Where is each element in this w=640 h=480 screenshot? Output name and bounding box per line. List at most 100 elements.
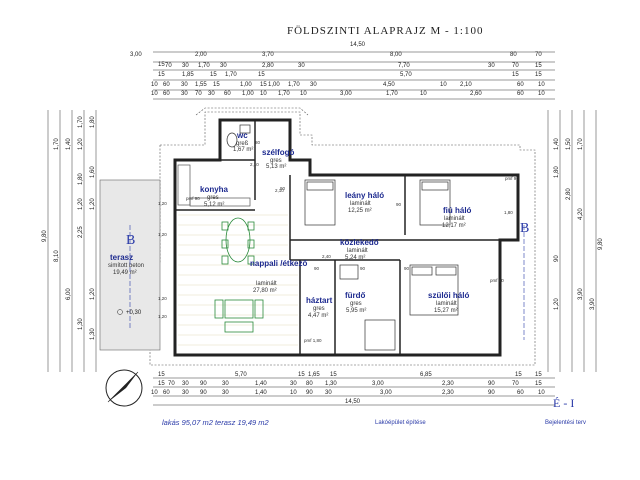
svg-text:1,30: 1,30 — [90, 328, 96, 340]
svg-text:5,12 m²: 5,12 m² — [204, 202, 224, 208]
svg-text:27,80 m²: 27,80 m² — [253, 288, 277, 294]
svg-text:1,20: 1,20 — [158, 232, 167, 237]
svg-text:30: 30 — [325, 390, 332, 396]
svg-text:30: 30 — [181, 91, 188, 97]
svg-text:1,40: 1,40 — [66, 138, 72, 150]
bath-fixtures — [339, 264, 396, 351]
right-dimension-chains — [547, 110, 597, 372]
svg-text:1,30: 1,30 — [325, 381, 337, 387]
svg-text:19,49 m²: 19,49 m² — [113, 270, 137, 276]
svg-text:14,50: 14,50 — [345, 399, 361, 405]
svg-text:nappali /étkező: nappali /étkező — [250, 259, 307, 268]
area-summary: lakás 95,07 m2 terasz 19,49 m2 — [162, 418, 270, 427]
svg-text:30: 30 — [220, 63, 227, 69]
svg-text:10: 10 — [151, 82, 158, 88]
svg-text:B: B — [126, 233, 135, 248]
svg-text:10: 10 — [151, 91, 158, 97]
svg-text:gres: gres — [313, 306, 325, 312]
svg-text:konyha: konyha — [200, 185, 229, 194]
svg-text:15: 15 — [512, 72, 519, 78]
svg-text:1,20: 1,20 — [78, 138, 84, 150]
svg-text:1,80: 1,80 — [554, 166, 560, 178]
svg-text:5,70: 5,70 — [400, 72, 412, 78]
svg-text:1,20: 1,20 — [90, 198, 96, 210]
svg-text:5,70: 5,70 — [235, 372, 247, 378]
svg-text:pmf 90: pmf 90 — [490, 278, 504, 283]
left-dims: 9,80 8,10 6,00 2,25 1,20 1,80 1,70 1,40 … — [42, 116, 96, 340]
svg-text:30: 30 — [290, 381, 297, 387]
svg-text:10: 10 — [260, 91, 267, 97]
wc-fixtures — [226, 124, 251, 148]
svg-text:60: 60 — [517, 82, 524, 88]
svg-text:3,00: 3,00 — [130, 52, 142, 58]
svg-text:70: 70 — [168, 381, 175, 387]
svg-text:fürdő: fürdő — [345, 291, 366, 300]
svg-text:3,90: 3,90 — [578, 288, 584, 300]
section-mark-left: B — [126, 225, 135, 330]
svg-text:1,70: 1,70 — [578, 138, 584, 150]
svg-text:3,70: 3,70 — [262, 52, 274, 58]
bottom-dimension-chains — [153, 377, 555, 406]
svg-text:60: 60 — [517, 91, 524, 97]
svg-text:15,27 m²: 15,27 m² — [434, 308, 458, 314]
svg-text:90: 90 — [314, 266, 320, 271]
bed-parents — [409, 264, 459, 316]
svg-text:80: 80 — [255, 140, 261, 145]
footer: lakás 95,07 m2 terasz 19,49 m2 Lakóépüle… — [162, 396, 586, 427]
svg-text:1,00: 1,00 — [240, 82, 252, 88]
svg-text:4,50: 4,50 — [383, 82, 395, 88]
svg-text:10: 10 — [420, 91, 427, 97]
svg-text:1,60: 1,60 — [90, 166, 96, 178]
roof-outline — [149, 107, 536, 366]
svg-text:90: 90 — [554, 255, 560, 262]
svg-text:pmf 90: pmf 90 — [186, 196, 200, 201]
svg-text:2,10: 2,10 — [250, 162, 259, 167]
top-dim-overall: 14,50 — [350, 42, 366, 48]
svg-text:közlekedő: közlekedő — [340, 238, 379, 247]
room-boy-bedroom: fiú háló laminált 12,17 m² — [442, 206, 472, 229]
svg-text:30: 30 — [310, 82, 317, 88]
svg-text:90: 90 — [488, 390, 495, 396]
left-dimension-chains — [47, 110, 97, 372]
svg-text:1,00: 1,00 — [268, 82, 280, 88]
svg-text:12,17 m²: 12,17 m² — [442, 223, 466, 229]
svg-text:1,20: 1,20 — [158, 314, 167, 319]
svg-text:2,40: 2,40 — [322, 254, 331, 259]
right-dims: 9,80 4,20 3,90 3,90 2,80 1,80 1,40 1,50 … — [554, 138, 604, 310]
svg-text:greß: greß — [236, 141, 249, 147]
svg-text:7,70: 7,70 — [398, 63, 410, 69]
svg-text:30: 30 — [488, 63, 495, 69]
svg-text:10: 10 — [290, 390, 297, 396]
svg-text:1,50: 1,50 — [566, 138, 572, 150]
svg-text:1,40: 1,40 — [255, 381, 267, 387]
svg-text:10: 10 — [440, 82, 447, 88]
svg-text:1,70: 1,70 — [54, 138, 60, 150]
svg-text:60: 60 — [163, 82, 170, 88]
svg-text:60: 60 — [163, 390, 170, 396]
svg-text:70: 70 — [512, 381, 519, 387]
svg-text:10: 10 — [538, 390, 545, 396]
svg-text:90: 90 — [200, 390, 207, 396]
svg-text:30: 30 — [208, 91, 215, 97]
svg-text:gres: gres — [350, 301, 362, 307]
living-floor-pattern — [178, 214, 298, 346]
svg-text:2,30: 2,30 — [442, 390, 454, 396]
top-dimension-chains — [153, 51, 555, 100]
level-mark: +0,30 — [117, 309, 142, 316]
svg-text:+0,30: +0,30 — [126, 310, 142, 316]
svg-text:30: 30 — [182, 381, 189, 387]
bottom-dims: 15 5,70 15 1,65 15 6,85 15 15 15 70 30 9… — [151, 372, 545, 405]
svg-text:1,00: 1,00 — [242, 91, 254, 97]
svg-text:90: 90 — [404, 266, 410, 271]
svg-text:15: 15 — [158, 72, 165, 78]
svg-text:1,80: 1,80 — [90, 116, 96, 128]
svg-text:6,85: 6,85 — [420, 372, 432, 378]
svg-text:4,20: 4,20 — [578, 208, 584, 220]
svg-text:15: 15 — [330, 372, 337, 378]
svg-text:1,70: 1,70 — [198, 63, 210, 69]
svg-text:1,80: 1,80 — [504, 210, 513, 215]
svg-text:15: 15 — [210, 72, 217, 78]
svg-text:10: 10 — [300, 91, 307, 97]
room-wc: wc greß 1,67 m² — [233, 131, 253, 153]
svg-text:pmf 90: pmf 90 — [505, 176, 519, 181]
